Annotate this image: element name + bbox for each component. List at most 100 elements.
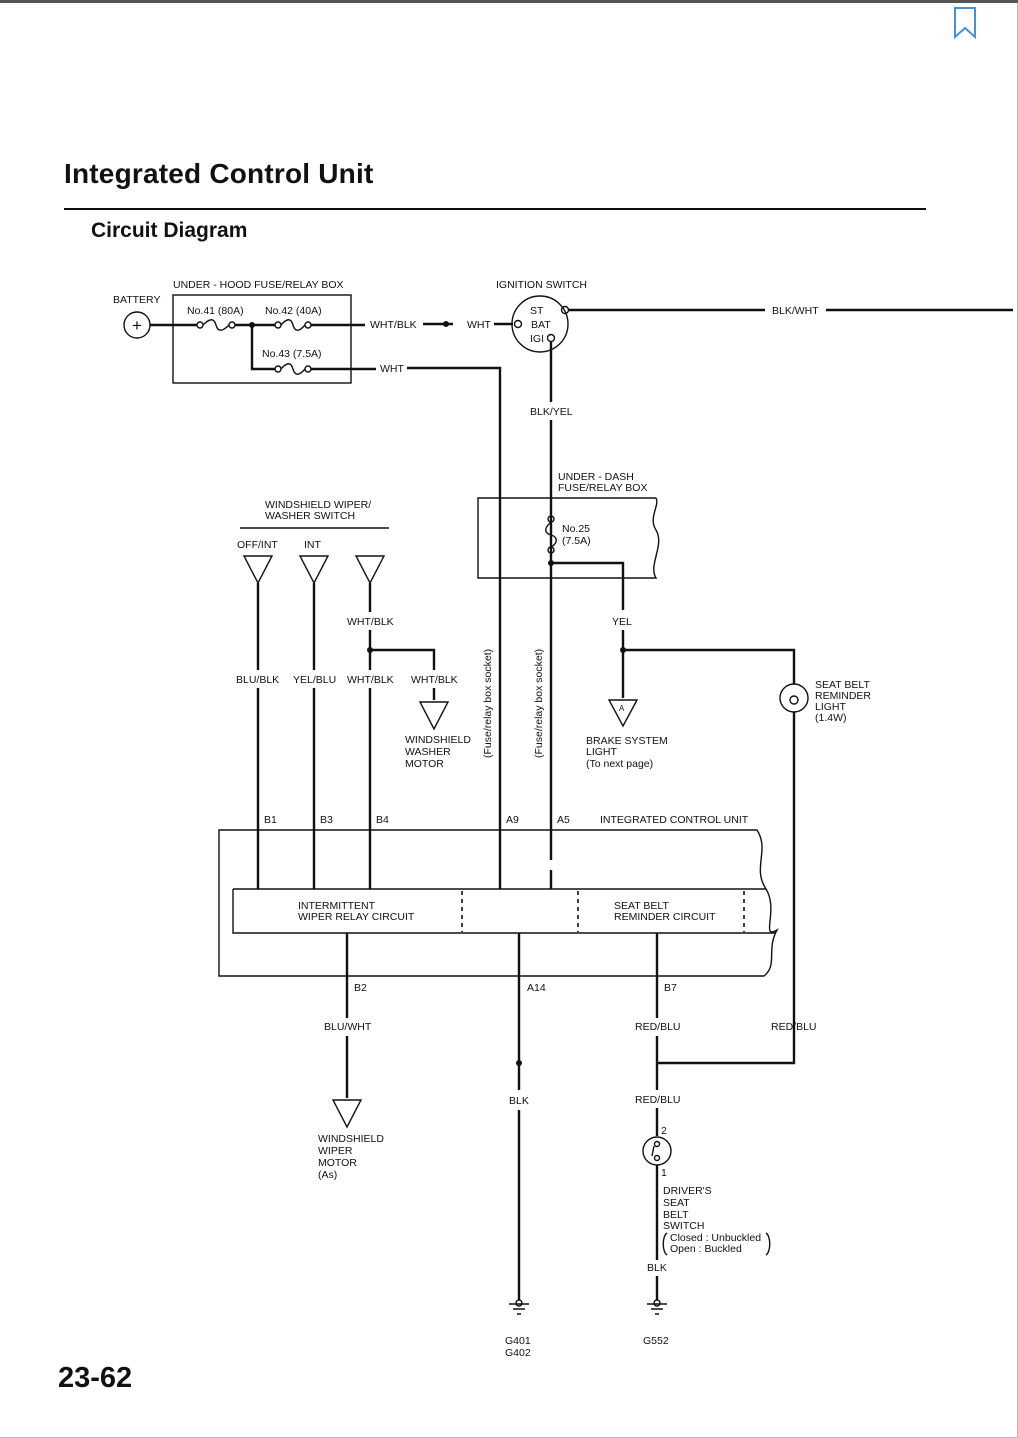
icu-wiper-label-2: WIPER RELAY CIRCUIT [298, 911, 415, 923]
washer-motor-connector [418, 701, 450, 731]
fuse43-label: No.43 (7.5A) [262, 348, 322, 360]
wiper-switch-terminal-off-int [242, 555, 274, 585]
integrated-control-unit-box [218, 829, 779, 977]
ign-igi-label: IGI [530, 333, 544, 345]
wiper-motor-label-4: (As) [318, 1169, 337, 1181]
pin-1-label: 1 [661, 1167, 667, 1179]
page-number: 23-62 [58, 1362, 133, 1394]
wire-label-blk-wht: BLK/WHT [772, 305, 819, 317]
pin-a14: A14 [527, 982, 546, 994]
ground-g401-icon [509, 1299, 529, 1315]
pin-a9: A9 [506, 814, 519, 826]
driver-switch-label-4: SWITCH [663, 1220, 704, 1232]
fuse42-label: No.42 (40A) [265, 305, 322, 317]
battery-symbol: + [123, 311, 151, 339]
driver-switch-closed-state: Closed : Unbuckled [670, 1232, 761, 1244]
wiper-switch-terminal-3 [354, 555, 386, 585]
seatbelt-light-label-3: LIGHT [815, 701, 847, 713]
wiper-switch-label-1: WINDSHIELD WIPER/ [265, 499, 371, 511]
wire-label-blk-yel: BLK/YEL [530, 406, 573, 418]
ground-g401-label: G401 [505, 1335, 531, 1347]
bookmark-icon[interactable] [952, 6, 978, 45]
icu-label: INTEGRATED CONTROL UNIT [600, 814, 749, 826]
ignition-switch-symbol [511, 295, 569, 353]
fuse-41-symbol [196, 319, 236, 331]
wire-label-blu-blk: BLU/BLK [236, 674, 279, 686]
brake-light-label-3: (To next page) [586, 758, 653, 770]
washer-motor-label-1: WINDSHIELD [405, 734, 471, 746]
ign-bat-label: BAT [531, 319, 551, 331]
wire-label-blk: BLK [509, 1095, 529, 1107]
fuse-socket-label-2: (Fuse/relay box socket) [533, 649, 545, 758]
icu-inner-circuit [232, 888, 775, 934]
int-label: INT [304, 539, 322, 551]
brake-light-label-1: BRAKE SYSTEM [586, 735, 668, 747]
under-dash-fuse-box [477, 497, 660, 579]
ign-st-label: ST [530, 305, 544, 317]
svg-text:A: A [619, 704, 625, 713]
pin-b7: B7 [664, 982, 677, 994]
fuse41-label: No.41 (80A) [187, 305, 244, 317]
under-dash-label-2: FUSE/RELAY BOX [558, 482, 647, 494]
fuse43-feed-wire [250, 325, 376, 371]
wire-label-wht-blk-2: WHT/BLK [347, 616, 394, 628]
pin-b4: B4 [376, 814, 389, 826]
driver-switch-open-state: Open : Buckled [670, 1243, 742, 1255]
seatbelt-light-bulb-icon [779, 683, 809, 713]
driver-switch-label-3: BELT [663, 1209, 689, 1221]
title-rule [64, 208, 926, 210]
pin-a5: A5 [557, 814, 570, 826]
battery-plus-label: + [132, 316, 142, 335]
wiper-switch-terminal-int [298, 555, 330, 585]
off-int-label: OFF/INT [237, 539, 278, 551]
ground-g402-label: G402 [505, 1347, 531, 1359]
pin-2-label: 2 [661, 1125, 667, 1137]
pin-b1: B1 [264, 814, 277, 826]
wiper-motor-label-1: WINDSHIELD [318, 1133, 384, 1145]
under-hood-box-label: UNDER - HOOD FUSE/RELAY BOX [173, 279, 344, 291]
wiper-motor-label-3: MOTOR [318, 1157, 357, 1169]
wire-label-wht-blk: WHT/BLK [370, 319, 417, 331]
ground-g552-label: G552 [643, 1335, 669, 1347]
page-title: Integrated Control Unit [64, 158, 374, 189]
wire-wht-to-a9 [407, 366, 502, 889]
wire-washer-motor [370, 648, 436, 700]
wire-label-red-blu: RED/BLU [635, 1021, 681, 1033]
wire-label-wht-2: WHT [380, 363, 404, 375]
driver-seat-belt-switch-icon [642, 1136, 672, 1166]
wiper-switch-label-2: WASHER SWITCH [265, 510, 355, 522]
icu-belt-label-1: SEAT BELT [614, 900, 669, 912]
pin-b2: B2 [354, 982, 367, 994]
brake-light-connector [607, 699, 639, 728]
fuse-43-symbol [274, 363, 312, 375]
fuse-25-symbol [545, 515, 557, 554]
wire-label-wht-blk-4: WHT/BLK [411, 674, 458, 686]
fuse25-label-a: No.25 [562, 523, 590, 535]
icu-wiper-label-1: INTERMITTENT [298, 900, 376, 912]
driver-switch-label-2: SEAT [663, 1197, 690, 1209]
wire-label-wht: WHT [467, 319, 491, 331]
seatbelt-light-label-1: SEAT BELT [815, 679, 870, 691]
ground-g552-icon [647, 1299, 667, 1315]
seatbelt-light-label-4: (1.4W) [815, 712, 847, 724]
pin-b3: B3 [320, 814, 333, 826]
wiper-motor-label-2: WIPER [318, 1145, 353, 1157]
window-top-border [0, 0, 1018, 3]
wire-label-red-blu-3: RED/BLU [635, 1094, 681, 1106]
battery-label: BATTERY [113, 294, 160, 306]
ignition-switch-label: IGNITION SWITCH [496, 279, 587, 291]
wire-label-yel: YEL [612, 616, 632, 628]
wire-label-red-blu-2: RED/BLU [771, 1021, 817, 1033]
seatbelt-light-label-2: REMINDER [815, 690, 871, 702]
fuse-42-symbol [274, 319, 312, 331]
under-dash-label-1: UNDER - DASH [558, 471, 634, 483]
wire-label-blk-2: BLK [647, 1262, 667, 1274]
washer-motor-label-3: MOTOR [405, 758, 444, 770]
wire-label-yel-blu: YEL/BLU [293, 674, 336, 686]
wire-label-wht-blk-3: WHT/BLK [347, 674, 394, 686]
fuse25-label-b: (7.5A) [562, 535, 591, 547]
fuse-socket-label-1: (Fuse/relay box socket) [482, 649, 494, 758]
washer-motor-label-2: WASHER [405, 746, 451, 758]
driver-switch-label-1: DRIVER'S [663, 1185, 712, 1197]
